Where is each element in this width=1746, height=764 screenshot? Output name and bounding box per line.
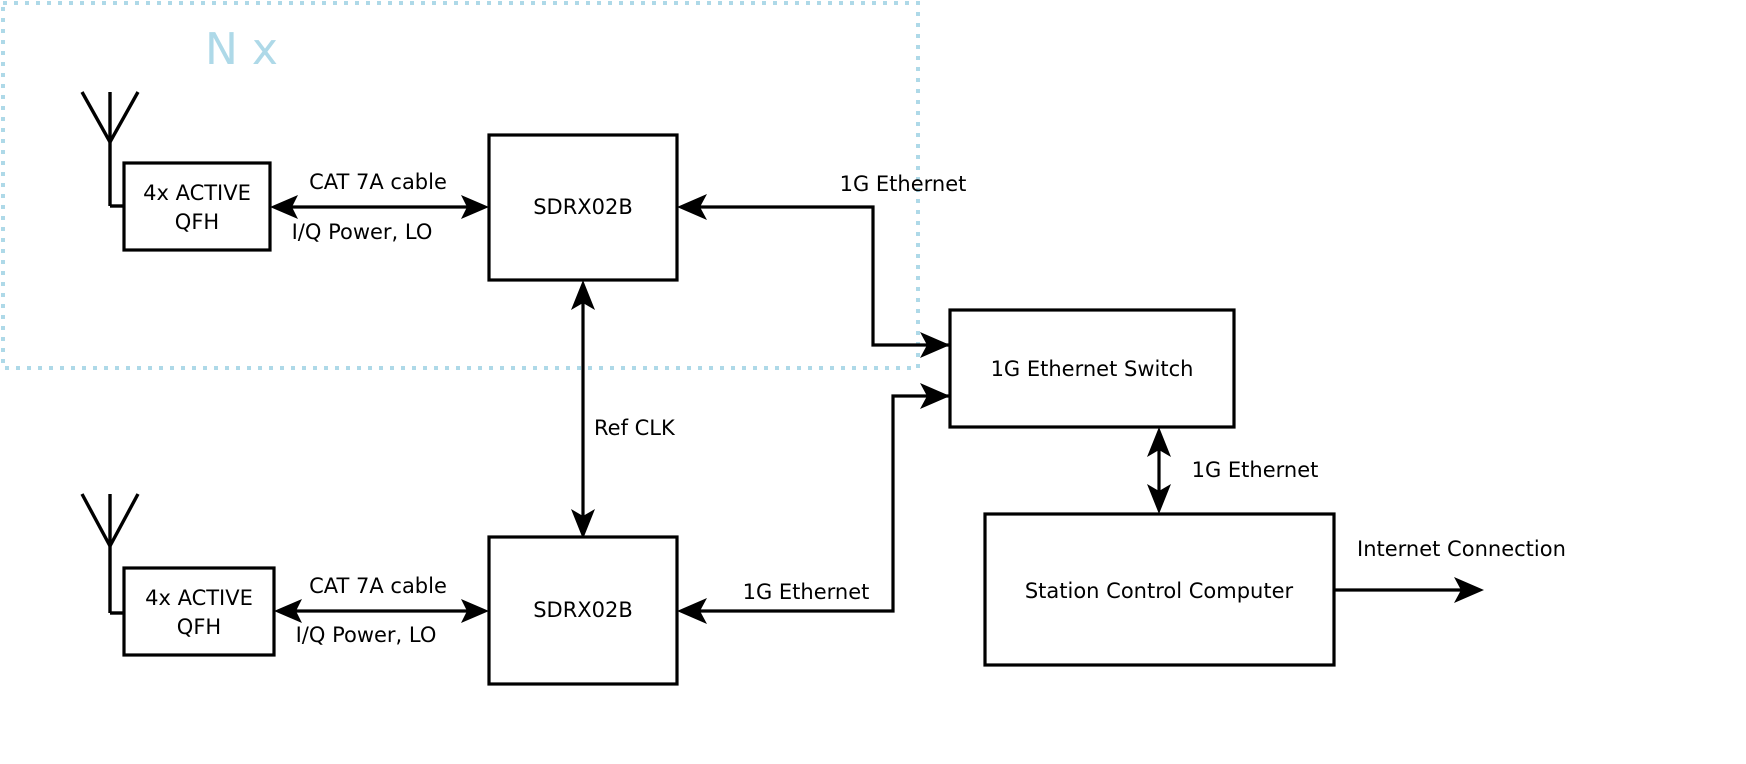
arrowhead-internet [1454,577,1484,603]
group-multiplier-label: N x [205,24,278,75]
active-qfh-antenna-box-top[interactable]: 4x ACTIVE QFH [122,161,272,252]
arrowhead-sdr-bottom-ethernet [677,598,707,624]
qfh-bottom-label-line2: QFH [177,615,221,639]
qfh-bottom-label-line1: 4x ACTIVE [145,586,253,610]
reference-clock-link: Ref CLK [571,280,676,539]
arrowhead-switch-in-top [920,332,950,358]
ethernet-link-sdr-top-to-switch: 1G Ethernet [677,172,966,358]
ref-clk-label: Ref CLK [594,416,676,440]
arrowhead-switch-in-bottom [920,383,950,409]
arrowhead-sdr-top-ethernet [677,194,707,220]
internet-connection-label: Internet Connection [1357,537,1566,561]
sdrx02b-bottom-label: SDRX02B [533,598,633,622]
ethernet-link-sdr-bottom-to-switch: 1G Ethernet [677,383,950,624]
arrowhead-left-qfh-top [270,195,298,219]
station-control-computer-label: Station Control Computer [1025,579,1294,603]
ethernet-switch-label: 1G Ethernet Switch [991,357,1194,381]
ethernet-switch-computer-label: 1G Ethernet [1192,458,1319,482]
internet-connection-link: Internet Connection [1334,537,1566,603]
qfh-top-label-line2: QFH [175,210,219,234]
sdrx02b-top-label: SDRX02B [533,195,633,219]
sdrx02b-box-top[interactable]: SDRX02B [487,133,679,282]
cat7a-top-label: CAT 7A cable [309,170,447,194]
antenna-symbol-bottom [80,493,140,615]
iq-power-lo-top-label: I/Q Power, LO [292,220,433,244]
arrowhead-refclk-down [571,509,595,539]
ethernet-link-switch-to-computer: 1G Ethernet [1147,427,1318,514]
sdrx02b-box-bottom[interactable]: SDRX02B [487,535,679,686]
cat7a-link-top: CAT 7A cable I/Q Power, LO [270,170,489,244]
arrowhead-switch-up [1147,427,1171,457]
qfh-top-label-line1: 4x ACTIVE [143,181,251,205]
arrowhead-left-qfh-bottom [274,599,302,623]
cat7a-link-bottom: CAT 7A cable I/Q Power, LO [274,574,489,647]
arrowhead-right-sdr-bottom [461,599,489,623]
iq-power-lo-bottom-label: I/Q Power, LO [296,623,437,647]
arrowhead-computer-down [1147,484,1171,514]
station-control-computer-box[interactable]: Station Control Computer [983,512,1336,667]
ethernet-bottom-label: 1G Ethernet [743,580,870,604]
arrowhead-right-sdr-top [461,195,489,219]
active-qfh-antenna-box-bottom[interactable]: 4x ACTIVE QFH [122,566,276,657]
arrowhead-refclk-up [571,280,595,310]
repeated-group-boundary [1,1,920,370]
ethernet-switch-box[interactable]: 1G Ethernet Switch [948,308,1236,429]
ethernet-top-label: 1G Ethernet [840,172,967,196]
cat7a-bottom-label: CAT 7A cable [309,574,447,598]
